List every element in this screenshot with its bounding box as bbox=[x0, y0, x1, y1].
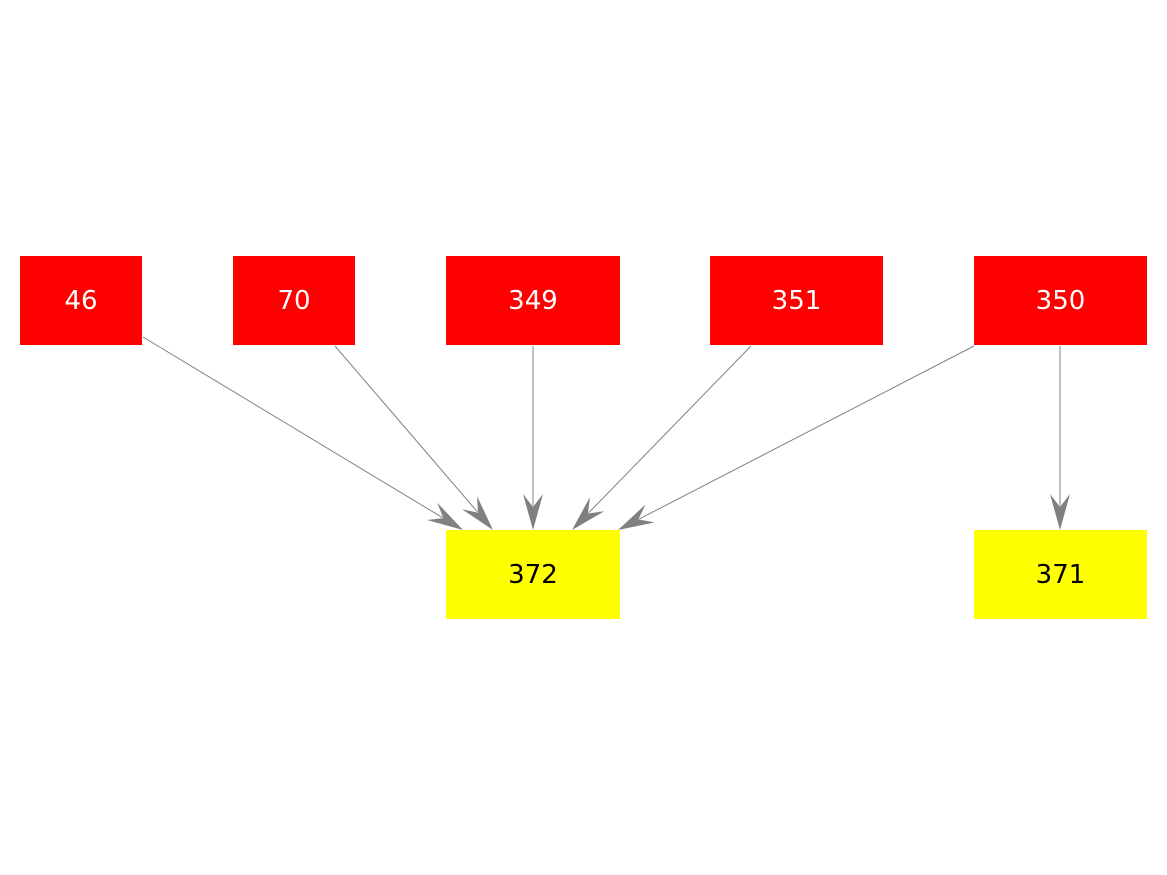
arrowhead-icon bbox=[618, 504, 655, 530]
node-label: 70 bbox=[277, 286, 310, 316]
arrowhead-icon bbox=[523, 494, 543, 530]
node-label: 46 bbox=[64, 286, 97, 316]
edge-n70-to-n372 bbox=[334, 345, 493, 530]
arrowhead-icon bbox=[1050, 494, 1070, 530]
node-box[interactable] bbox=[974, 530, 1147, 619]
node-box[interactable] bbox=[233, 256, 355, 345]
edge-n349-to-n372 bbox=[523, 346, 543, 530]
arrowhead-icon bbox=[572, 497, 605, 530]
edge-n351-to-n372 bbox=[572, 345, 752, 530]
nodes-layer: 46 70 349 351 350 372 371 bbox=[20, 256, 1147, 619]
edges-layer bbox=[142, 336, 1070, 530]
node-box[interactable] bbox=[446, 530, 620, 619]
edge-n350-to-n371 bbox=[1050, 346, 1070, 530]
edge-line bbox=[142, 336, 443, 519]
edge-n46-to-n372 bbox=[142, 336, 463, 530]
node-372[interactable]: 372 bbox=[446, 530, 620, 619]
arrowhead-icon bbox=[427, 502, 463, 530]
node-label: 349 bbox=[508, 286, 558, 316]
node-349[interactable]: 349 bbox=[446, 256, 620, 345]
node-label: 351 bbox=[772, 286, 822, 316]
node-371[interactable]: 371 bbox=[974, 530, 1147, 619]
edge-line bbox=[334, 345, 478, 513]
node-70[interactable]: 70 bbox=[233, 256, 355, 345]
node-box[interactable] bbox=[710, 256, 883, 345]
edge-n350-to-n372 bbox=[618, 345, 975, 530]
node-box[interactable] bbox=[446, 256, 620, 345]
node-46[interactable]: 46 bbox=[20, 256, 142, 345]
node-label: 371 bbox=[1036, 560, 1086, 590]
edge-line bbox=[588, 345, 752, 514]
node-label: 350 bbox=[1036, 286, 1086, 316]
node-350[interactable]: 350 bbox=[974, 256, 1147, 345]
node-box[interactable] bbox=[974, 256, 1147, 345]
edge-line bbox=[639, 345, 975, 520]
arrowhead-icon bbox=[462, 496, 493, 530]
node-351[interactable]: 351 bbox=[710, 256, 883, 345]
node-box[interactable] bbox=[20, 256, 142, 345]
node-label: 372 bbox=[508, 560, 558, 590]
